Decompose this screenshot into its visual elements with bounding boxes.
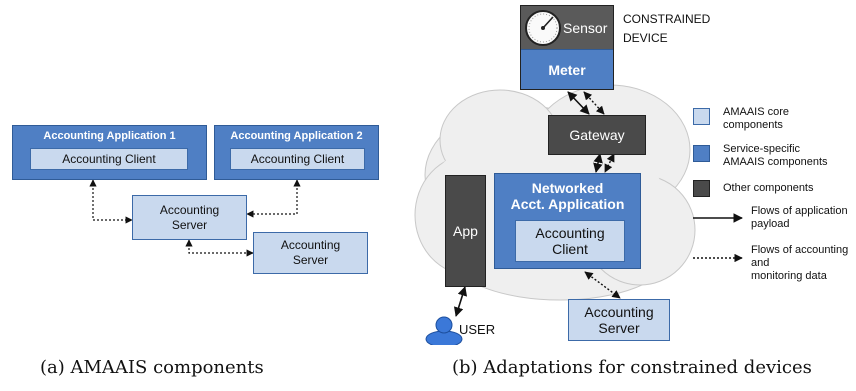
flow-server-server xyxy=(185,239,254,257)
networked-line1: Networked xyxy=(531,180,604,196)
sensor-box: Sensor xyxy=(521,6,613,49)
user-icon xyxy=(425,316,463,345)
legend-specific-line1: Service-specific xyxy=(723,143,801,155)
client-line2: Client xyxy=(552,241,588,257)
accounting-application-1: Accounting Application 1 Accounting Clie… xyxy=(12,125,207,180)
networked-title: Networked Acct. Application xyxy=(495,180,640,212)
server-a2-line2: Server xyxy=(292,253,329,267)
app1-client-label: Accounting Client xyxy=(62,152,156,166)
constrained-line2: DEVICE xyxy=(623,31,668,45)
flow-client-server-accounting xyxy=(584,271,621,299)
flow-app2-server xyxy=(246,179,301,218)
accounting-application-2: Accounting Application 2 Accounting Clie… xyxy=(214,125,379,180)
networked-line2: Acct. Application xyxy=(510,196,625,212)
legend-core-swatch xyxy=(693,108,710,125)
server-a2-line1: Accounting xyxy=(280,238,341,252)
app1-accounting-client: Accounting Client xyxy=(30,148,188,170)
legend-core-text: AMAAIS core components xyxy=(723,106,789,132)
legend-specific-swatch xyxy=(693,145,710,162)
server-a1-line2: Server xyxy=(171,217,208,232)
client-line1: Accounting xyxy=(535,225,605,241)
app2-accounting-client: Accounting Client xyxy=(230,148,365,170)
app2-title: Accounting Application 2 xyxy=(230,130,363,142)
flow-app-user xyxy=(453,286,468,317)
legend-core-line2: components xyxy=(723,119,783,131)
server-b-line2: Server xyxy=(598,320,640,336)
legend-app-flow-line2: payload xyxy=(751,218,790,230)
accounting-server-a2: Accounting Server xyxy=(253,232,368,274)
gateway-label: Gateway xyxy=(569,127,625,143)
legend-specific-line2: AMAAIS components xyxy=(723,156,828,168)
legend-acct-flow-line1: Flows of accounting and xyxy=(751,244,849,269)
gauge-icon xyxy=(525,10,561,46)
legend-specific-text: Service-specific AMAAIS components xyxy=(723,143,828,169)
user-label: USER xyxy=(459,322,496,337)
constrained-device: Sensor Meter xyxy=(520,5,614,90)
caption-a: (a) AMAAIS components xyxy=(40,357,264,378)
legend-other-text: Other components xyxy=(723,182,814,194)
networked-accounting-application: Networked Acct. Application Accounting C… xyxy=(494,173,641,269)
flow-gateway-networked-payload xyxy=(593,153,603,173)
flow-app1-server xyxy=(89,179,133,224)
legend-app-flow-line1: Flows of application xyxy=(751,205,848,217)
server-a1-line1: Accounting xyxy=(159,202,220,217)
accounting-server-b: Accounting Server xyxy=(568,299,670,341)
legend-other-swatch xyxy=(693,180,710,197)
meter-label: Meter xyxy=(548,61,586,78)
app-box: App xyxy=(445,175,486,287)
legend-app-flow-text: Flows of application payload xyxy=(751,205,848,231)
flow-meter-gateway-accounting xyxy=(583,91,605,115)
networked-accounting-client: Accounting Client xyxy=(515,220,625,262)
meter-box: Meter xyxy=(521,49,613,89)
app1-title: Accounting Application 1 xyxy=(43,130,176,142)
constrained-line1: CONSTRAINED xyxy=(623,12,711,26)
flow-gateway-networked-accounting xyxy=(604,153,615,173)
app-label: App xyxy=(453,223,478,239)
panel-a-accounting-flows xyxy=(89,179,301,257)
legend-acct-flow-line2: monitoring data xyxy=(751,270,827,282)
app2-client-label: Accounting Client xyxy=(250,152,345,166)
caption-b: (b) Adaptations for constrained devices xyxy=(452,357,812,378)
constrained-device-label: CONSTRAINED DEVICE xyxy=(623,10,710,48)
server-b-line1: Accounting xyxy=(584,304,654,320)
legend-acct-flow-text: Flows of accounting and monitoring data xyxy=(751,244,856,283)
legend-core-line1: AMAAIS core xyxy=(723,106,790,118)
accounting-server-a1: Accounting Server xyxy=(132,195,247,240)
gateway-box: Gateway xyxy=(548,115,646,155)
sensor-label: Sensor xyxy=(563,20,608,36)
